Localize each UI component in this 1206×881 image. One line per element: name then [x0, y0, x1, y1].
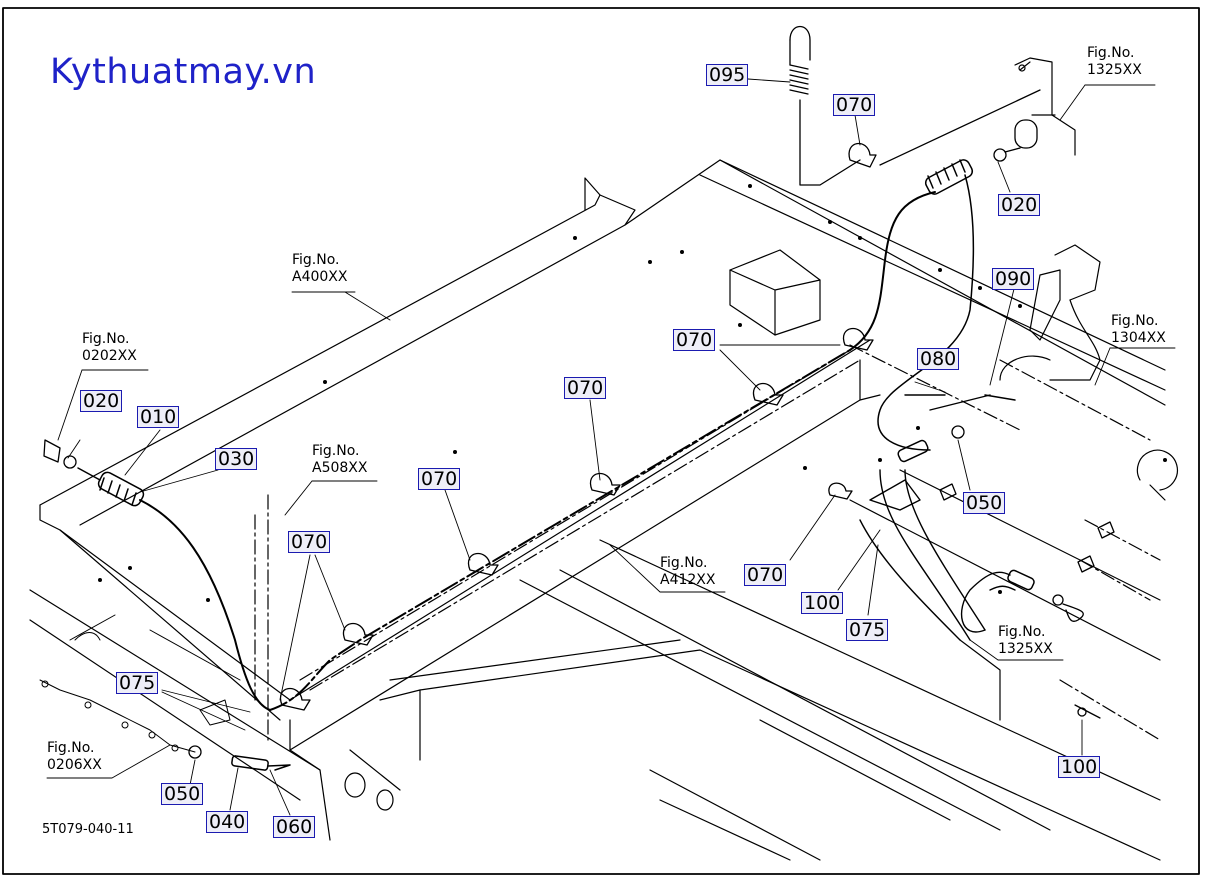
figref-0202: Fig.No. 0202XX: [82, 331, 137, 365]
figref-1325-bottom: Fig.No. 1325XX: [998, 624, 1053, 658]
callout-020-left[interactable]: 020: [80, 390, 123, 412]
figref-number: A400XX: [292, 269, 348, 285]
callout-070-mid[interactable]: 070: [418, 468, 461, 490]
lower-frame-rails: [30, 450, 1177, 860]
center-lines: [255, 345, 1160, 740]
figref-number: A508XX: [312, 460, 368, 476]
callout-020-right[interactable]: 020: [998, 194, 1041, 216]
drawing-code: 5T079-040-11: [42, 822, 134, 837]
drawing-frame: [3, 8, 1199, 874]
callout-060[interactable]: 060: [273, 816, 316, 838]
cable-clamps: [280, 144, 876, 710]
figref-A412: Fig.No. A412XX: [660, 555, 715, 589]
leader-lines: [47, 79, 1175, 815]
callout-070-lower[interactable]: 070: [744, 564, 787, 586]
figref-label: Fig.No.: [312, 443, 360, 459]
figref-number: 0206XX: [47, 757, 102, 773]
figref-label: Fig.No.: [47, 740, 95, 756]
callout-080[interactable]: 080: [917, 348, 960, 370]
figref-label: Fig.No.: [1087, 45, 1135, 61]
callout-075-right[interactable]: 075: [846, 619, 889, 641]
figref-1304: Fig.No. 1304XX: [1111, 313, 1166, 347]
cable-boots: [78, 158, 1035, 771]
figref-label: Fig.No.: [292, 252, 340, 268]
figref-label: Fig.No.: [82, 331, 130, 347]
figref-number: 1325XX: [998, 641, 1053, 657]
callout-030[interactable]: 030: [215, 448, 258, 470]
callout-090[interactable]: 090: [992, 268, 1035, 290]
callout-100-right[interactable]: 100: [1058, 756, 1101, 778]
figref-label: Fig.No.: [998, 624, 1046, 640]
figref-0206: Fig.No. 0206XX: [47, 740, 102, 774]
callout-050-right[interactable]: 050: [963, 492, 1006, 514]
figref-number: A412XX: [660, 572, 716, 588]
callout-050-left[interactable]: 050: [161, 783, 204, 805]
figref-A508: Fig.No. A508XX: [312, 443, 367, 477]
callout-075-left[interactable]: 075: [116, 672, 159, 694]
exhaust-pipe: [1000, 245, 1100, 380]
callout-070-top[interactable]: 070: [833, 94, 876, 116]
tension-spring: [790, 27, 1040, 186]
callout-070-left[interactable]: 070: [288, 531, 331, 553]
figref-number: 1325XX: [1087, 62, 1142, 78]
lower-right-hose: [860, 395, 1015, 640]
figref-number: 0202XX: [82, 348, 137, 364]
figref-label: Fig.No.: [660, 555, 708, 571]
chassis-platform: [40, 160, 1165, 770]
top-right-bracket: [1015, 58, 1075, 155]
cable-ends: [44, 120, 1114, 758]
figref-A400: Fig.No. A400XX: [292, 252, 347, 286]
figref-1325-top: Fig.No. 1325XX: [1087, 45, 1142, 79]
site-watermark: Kythuatmay.vn: [50, 52, 317, 92]
figref-number: 1304XX: [1111, 330, 1166, 346]
callout-095[interactable]: 095: [706, 64, 749, 86]
callout-010[interactable]: 010: [137, 406, 180, 428]
figref-label: Fig.No.: [1111, 313, 1159, 329]
callout-070-center[interactable]: 070: [564, 377, 607, 399]
callout-100-center[interactable]: 100: [801, 592, 844, 614]
callout-040[interactable]: 040: [206, 811, 249, 833]
callout-070-right[interactable]: 070: [673, 329, 716, 351]
mounting-holes: [98, 184, 1167, 602]
